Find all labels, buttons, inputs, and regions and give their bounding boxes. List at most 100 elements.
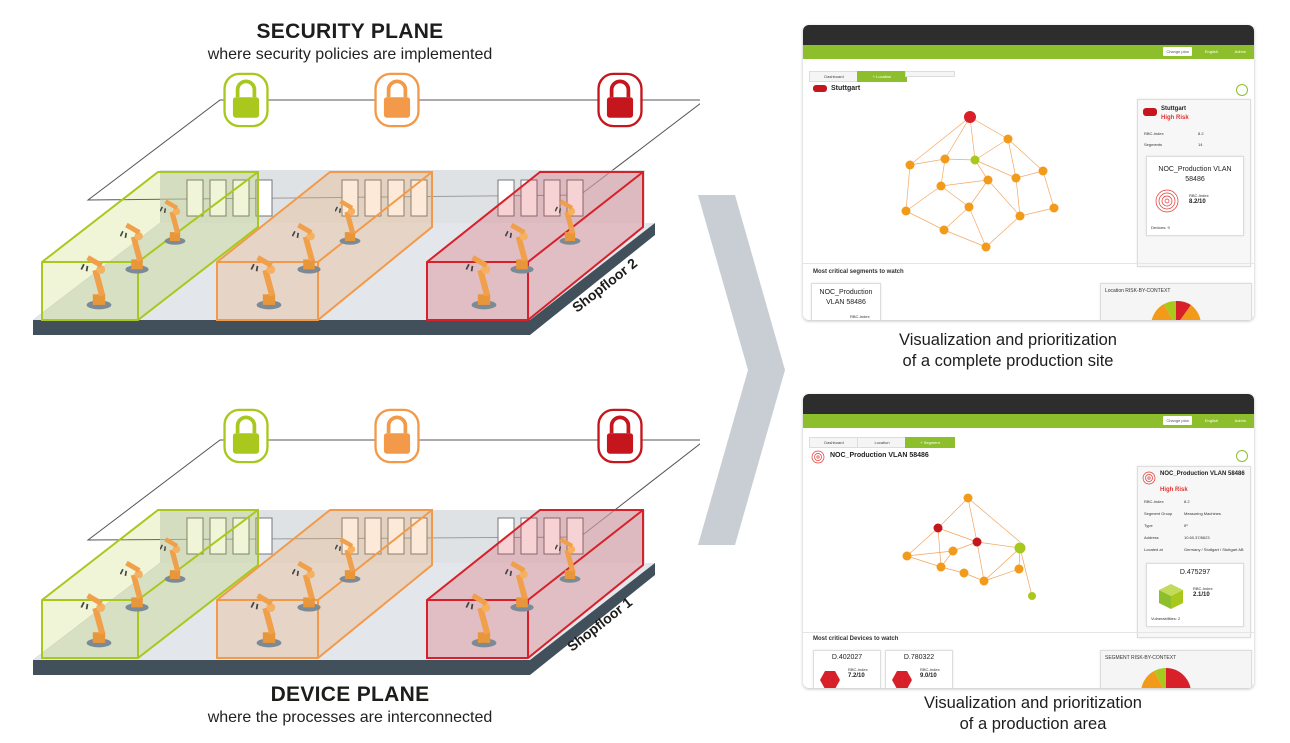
critical-device-title: D.402027 <box>831 654 863 661</box>
risk-context-card: SEGMENT RISK-BY-CONTEXT <box>1100 650 1252 688</box>
tab-segment[interactable]: + Segment <box>905 437 955 448</box>
lock-icon-orange <box>373 408 421 464</box>
critical-segment-card[interactable]: NOC_Production VLAN 58486 RBC-Index <box>811 283 881 320</box>
change-plan-button[interactable]: Change plan <box>1163 416 1192 425</box>
panel-row-value: Germany / Stuttgart / Stuttgart AB <box>1184 547 1244 552</box>
app-header: Change plan English Admin <box>803 45 1254 59</box>
site-caption: Visualization and prioritization of a co… <box>803 330 1213 372</box>
panel-row-value: 8.2 <box>1198 131 1204 136</box>
segment-devices-count: Devices: 9 <box>1151 225 1170 230</box>
device-plane-title: DEVICE PLANE <box>270 683 430 706</box>
panel-row-value: 14 <box>1198 142 1203 147</box>
critical-segment-title: NOC_Production VLAN 58486 <box>819 289 873 306</box>
tab-location[interactable]: + Location <box>857 71 907 82</box>
plant-illustration: Shopfloor 2 Shopfloor 1 <box>33 72 700 675</box>
status-icon <box>1236 84 1248 96</box>
security-plane-illustration: Shopfloor 2 <box>33 72 700 335</box>
panel-row-label: RBC-Index <box>1144 499 1164 504</box>
user-menu[interactable]: Admin <box>1234 418 1246 423</box>
critical-device-card[interactable]: D.402027 RBC-Index 7.2/10 <box>813 650 881 688</box>
device-card-title: D.475297 <box>1179 569 1211 576</box>
critical-segments-title: Most critical segments to watch <box>813 269 904 275</box>
device-index-value: 2.1/10 <box>1193 592 1210 598</box>
panel-row-label: RBC-Index <box>1144 131 1164 136</box>
lock-icon-red <box>596 408 644 464</box>
tab-blank[interactable] <box>905 71 955 77</box>
device-card[interactable]: D.475297 RBC-Index 2.1/10 Vulnerabilitie… <box>1146 563 1244 627</box>
language-selector[interactable]: English <box>1204 418 1218 423</box>
user-menu[interactable]: Admin <box>1234 49 1246 54</box>
security-plane-subtitle: where security policies are implemented <box>207 46 493 63</box>
browser-bar <box>803 25 1254 45</box>
site-screenshot: Change plan English Admin Dashboard + Lo… <box>803 25 1254 320</box>
segment-network-graph <box>902 493 1036 600</box>
panel-row-value: IP <box>1184 523 1188 528</box>
critical-device-index-label: RBC-Index <box>920 667 940 672</box>
lock-icon-green <box>222 72 270 128</box>
security-plane-title: SECURITY PLANE <box>256 20 444 43</box>
device-hex-icon <box>820 671 840 688</box>
critical-devices-title: Most critical Devices to watch <box>813 636 899 642</box>
panel-row-label: Located at <box>1144 547 1163 552</box>
panel-row-label: Segments <box>1144 142 1163 147</box>
location-info-panel: Stuttgart High Risk RBC-Index 8.2 Segmen… <box>1137 99 1251 267</box>
site-caption-line-1: Visualization and prioritization <box>899 331 1117 349</box>
language-selector[interactable]: English <box>1204 49 1218 54</box>
device-vulnerabilities: Vulnerabilities: 2 <box>1151 616 1181 621</box>
panel-row-value: 10.60.37/8623 <box>1184 535 1210 540</box>
critical-device-card[interactable]: D.780322 RBC-Index 9.0/10 <box>885 650 953 688</box>
risk-context-title: SEGMENT RISK-BY-CONTEXT <box>1105 655 1177 661</box>
device-plane-subtitle: where the processes are interconnected <box>207 709 493 726</box>
risk-donut-chart <box>1141 667 1191 688</box>
risk-rings-icon <box>1142 471 1156 485</box>
site-heading: Stuttgart <box>831 85 861 92</box>
segment-index-value: 8.2/10 <box>1189 199 1206 205</box>
risk-rings-icon <box>811 450 825 464</box>
segment-card-title: NOC_Production VLAN 58486 <box>1158 166 1232 183</box>
panel-row-value: Measuring Machines <box>1184 511 1221 516</box>
panel-risk-badge: High Risk <box>1160 487 1188 493</box>
critical-segment-index-label: RBC-Index <box>850 314 870 319</box>
segment-heading: NOC_Production VLAN 58486 <box>830 452 929 459</box>
lock-icon-green <box>222 408 270 464</box>
tab-location[interactable]: Location <box>857 437 907 448</box>
panel-risk-badge: High Risk <box>1161 115 1189 121</box>
lock-icon-red <box>596 72 644 128</box>
chevron-arrow-icon <box>698 195 785 545</box>
factory-icon <box>813 85 827 92</box>
panel-row-label: Address <box>1144 535 1159 540</box>
status-icon <box>1236 450 1248 462</box>
segment-index-label: RBC-Index <box>1189 193 1209 198</box>
area-caption: Visualization and prioritization of a pr… <box>828 693 1238 735</box>
risk-rings-icon <box>1155 189 1179 213</box>
device-index-label: RBC-Index <box>1193 586 1213 591</box>
lock-icon-orange <box>373 72 421 128</box>
panel-row-value: 8.2 <box>1184 499 1190 504</box>
device-plane-illustration: Shopfloor 1 <box>33 408 700 675</box>
area-screenshot: Change plan English Admin Dashboard Loca… <box>803 394 1254 688</box>
site-network-graph <box>901 111 1059 252</box>
device-hex-icon <box>892 671 912 688</box>
site-caption-line-2: of a complete production site <box>902 352 1114 370</box>
tab-dashboard[interactable]: Dashboard <box>809 71 859 82</box>
change-plan-button[interactable]: Change plan <box>1163 47 1192 56</box>
device-cube-icon <box>1159 584 1183 609</box>
risk-context-title: Location RISK-BY-CONTEXT <box>1105 288 1171 294</box>
panel-location-name: Stuttgart <box>1161 106 1186 112</box>
panel-segment-name: NOC_Production VLAN 58486 <box>1160 471 1245 477</box>
browser-bar <box>803 394 1254 414</box>
critical-device-index-label: RBC-Index <box>848 667 868 672</box>
risk-context-card: Location RISK-BY-CONTEXT <box>1100 283 1252 320</box>
app-header: Change plan English Admin <box>803 414 1254 428</box>
critical-device-title: D.780322 <box>903 654 935 661</box>
panel-row-label: Type <box>1144 523 1153 528</box>
panel-row-label: Segment Group <box>1144 511 1173 516</box>
area-caption-line-2: of a production area <box>959 715 1107 733</box>
critical-device-index-value: 7.2/10 <box>848 673 865 679</box>
tab-dashboard[interactable]: Dashboard <box>809 437 859 448</box>
segment-card[interactable]: NOC_Production VLAN 58486 RBC-Index 8.2/… <box>1146 156 1244 236</box>
risk-donut-chart <box>1151 300 1201 320</box>
area-caption-line-1: Visualization and prioritization <box>924 694 1142 712</box>
critical-device-index-value: 9.0/10 <box>920 673 937 679</box>
segment-info-panel: NOC_Production VLAN 58486 High Risk RBC-… <box>1137 466 1251 638</box>
